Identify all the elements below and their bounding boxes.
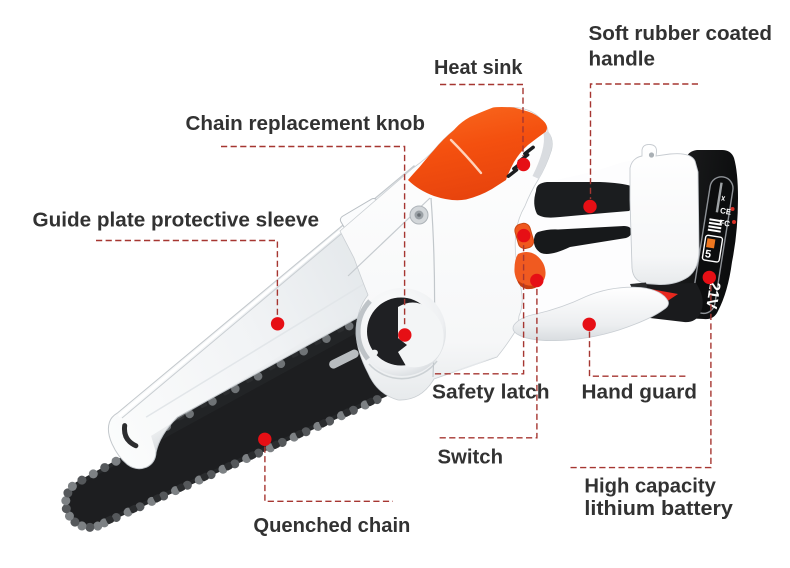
svg-text:21V: 21V xyxy=(702,281,723,311)
svg-text:FC: FC xyxy=(719,218,731,229)
svg-text:Chain replacement knob: Chain replacement knob xyxy=(186,113,426,135)
svg-text:handle: handle xyxy=(589,48,656,70)
svg-text:Soft rubber coated: Soft rubber coated xyxy=(589,23,773,45)
svg-text:Hand guard: Hand guard xyxy=(582,381,698,403)
svg-text:☓: ☓ xyxy=(720,194,726,204)
svg-text:Heat sink: Heat sink xyxy=(434,57,523,79)
svg-text:Quenched chain: Quenched chain xyxy=(253,515,410,537)
svg-text:Safety latch: Safety latch xyxy=(432,381,550,403)
svg-text:High capacity: High capacity xyxy=(584,476,716,498)
svg-text:lithium battery: lithium battery xyxy=(584,498,733,520)
svg-text:Switch: Switch xyxy=(438,446,504,468)
svg-text:5: 5 xyxy=(704,248,712,261)
svg-text:CE: CE xyxy=(719,206,732,217)
svg-text:Guide plate protective sleeve: Guide plate protective sleeve xyxy=(33,209,320,231)
